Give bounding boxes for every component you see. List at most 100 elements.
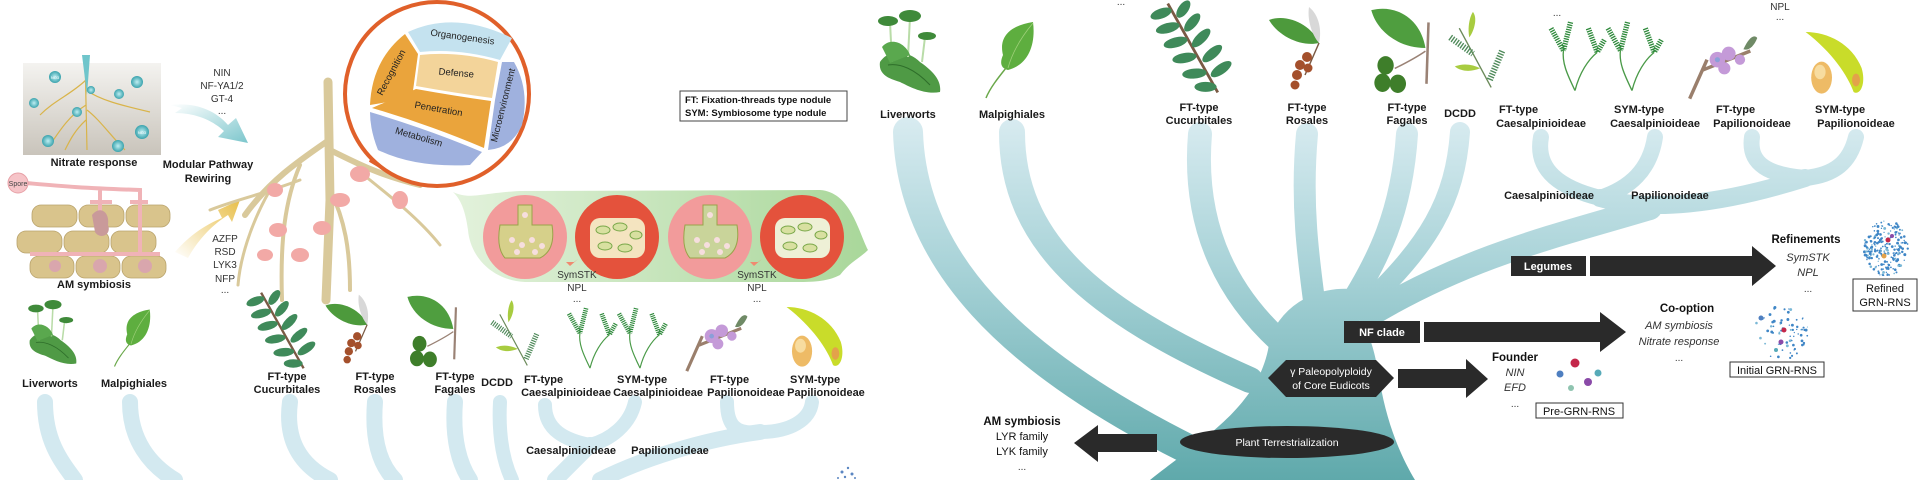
clade-label: FT-type — [1179, 102, 1218, 114]
network-node — [1778, 331, 1781, 334]
clade-label: SYM-type — [1815, 104, 1865, 116]
network-node — [1789, 352, 1792, 354]
nodule-gene-list-1: SymSTK NPL ... — [557, 270, 597, 305]
nf-clade-label: NF clade — [1359, 327, 1405, 339]
clade-label: SYM-type — [1614, 104, 1664, 116]
ellipsis: ... — [1675, 353, 1683, 364]
network-node — [1785, 341, 1789, 344]
network-node — [1890, 245, 1894, 248]
network-node — [1891, 226, 1894, 229]
network-node — [1781, 349, 1784, 351]
network-node — [1886, 249, 1889, 252]
segment-label-defense: Defense — [438, 66, 474, 80]
network-node — [1878, 251, 1881, 254]
network-hub — [1778, 339, 1784, 345]
network-node — [1878, 257, 1880, 260]
network-node — [1888, 242, 1891, 246]
network-node — [1867, 235, 1871, 239]
network-node — [1792, 343, 1795, 347]
network-node — [1885, 242, 1888, 245]
network-node — [1884, 245, 1887, 248]
nf-clade-node: NF clade — [1344, 321, 1420, 343]
clade-label: Cucurbitales — [1166, 115, 1233, 127]
caesalpinioideae-plant-icon — [1608, 22, 1661, 90]
clade-label: Caesalpinioideae — [1496, 118, 1586, 130]
nitrate-ion-label: NO3 — [51, 75, 60, 80]
network-node — [1894, 225, 1897, 229]
network-node — [1871, 244, 1873, 246]
network-node — [1868, 256, 1871, 260]
network-node — [1806, 326, 1809, 328]
network-node — [1876, 241, 1879, 245]
clade-label: FT-type — [435, 371, 474, 383]
nodule-sym-2 — [760, 195, 844, 279]
clade-label: DCDD — [481, 377, 513, 389]
network-node — [1897, 238, 1900, 242]
network-node — [1788, 324, 1791, 326]
network-node — [1890, 261, 1892, 263]
network-node — [1869, 265, 1873, 268]
network-node — [1783, 308, 1786, 311]
clade-label: Papilionoideae — [1713, 118, 1791, 130]
network-node — [1899, 232, 1901, 235]
network-node — [1790, 323, 1794, 327]
network-node — [1873, 243, 1876, 246]
network-node — [1886, 266, 1890, 270]
nitrate-response-illustration: NO3 NO3 — [23, 54, 161, 155]
liverwort-icon — [876, 8, 942, 94]
founder-gene-dots — [1556, 358, 1602, 391]
network-node — [1887, 243, 1889, 245]
gene-label: NPL — [1797, 267, 1818, 279]
network-node — [1881, 245, 1884, 248]
gene-label: NPL — [567, 283, 587, 294]
network-node — [1869, 240, 1873, 243]
left-tree-branches — [37, 394, 819, 480]
network-node — [1873, 230, 1876, 232]
ellipsis: ... — [1511, 399, 1519, 410]
clade-label: FT-type — [1387, 102, 1426, 114]
gene-label: NIN — [1506, 367, 1525, 379]
network-node — [1795, 352, 1798, 355]
clade-label: Rosales — [354, 384, 396, 396]
network-node — [1895, 236, 1897, 239]
network-node — [1863, 239, 1867, 242]
network-node — [1793, 331, 1795, 334]
network-node — [1877, 264, 1880, 267]
network-node — [1778, 332, 1781, 335]
network-node — [1893, 228, 1895, 230]
network-node — [1780, 319, 1783, 322]
network-node — [1793, 349, 1795, 351]
network-node — [1789, 308, 1793, 311]
network-node — [1896, 258, 1900, 261]
network-node — [1896, 225, 1900, 229]
rosales-plant-icon — [1268, 6, 1321, 91]
network-node — [1883, 260, 1887, 263]
nodule-pod — [453, 190, 868, 282]
clade-label: Papilionoideae — [787, 387, 865, 399]
clade-label: Malpighiales — [101, 378, 167, 390]
network-node — [1899, 236, 1903, 239]
network-node — [1883, 231, 1885, 233]
network-node — [1793, 335, 1795, 338]
caesalpinioideae-plant-icon — [569, 308, 616, 368]
gene-label: NPL — [1770, 2, 1790, 13]
gene-label: ... — [573, 294, 581, 305]
ellipsis: ... — [1553, 8, 1561, 19]
gene-label: GT-4 — [211, 94, 234, 105]
nitrate-gene-list: NIN NF-YA1/2 GT-4 ... — [200, 68, 244, 117]
am-gene-family: LYK family — [996, 446, 1048, 458]
gene-label: EFD — [1504, 382, 1526, 394]
network-node — [1894, 245, 1896, 247]
network-node — [1894, 252, 1897, 255]
clade-label: FT-type — [710, 374, 749, 386]
clade-label: DCDD — [1444, 108, 1476, 120]
network-node — [1772, 319, 1776, 323]
network-node — [1900, 242, 1902, 244]
network-node — [1905, 241, 1908, 244]
liverwort-icon — [27, 299, 78, 365]
founder-title: Founder — [1492, 352, 1539, 364]
gene-label: AZFP — [212, 234, 238, 245]
refined-grn-box: Refined GRN-RNS — [1852, 278, 1918, 312]
network-node — [1894, 231, 1898, 234]
network-node — [1897, 232, 1900, 234]
